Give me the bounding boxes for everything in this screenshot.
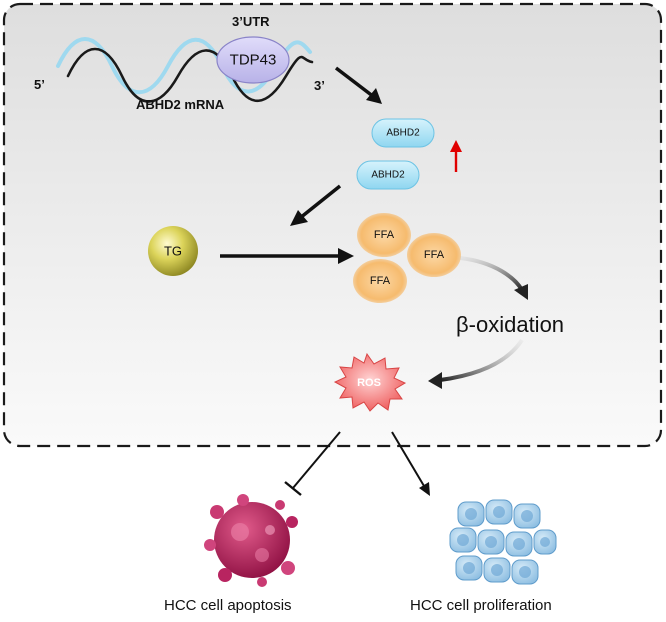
- abhd2-bottom-label: ABHD2: [371, 169, 405, 181]
- inhibition-to-apoptosis: [284, 431, 341, 496]
- tdp43-label: TDP43: [229, 51, 277, 69]
- tdp43-protein: [216, 36, 290, 84]
- arrow-mrna-to-abhd2: [334, 66, 382, 104]
- abhd2-top-label: ABHD2: [386, 127, 420, 139]
- five-prime-label: 5’: [34, 77, 45, 92]
- abhd2-mrna-label: ABHD2 mRNA: [136, 97, 225, 112]
- abhd2-protein-top: [371, 118, 435, 148]
- arrow-beta-oxidation-to-ros: [428, 338, 524, 389]
- ros-label: ROS: [357, 377, 381, 389]
- arrow-tg-to-ffa: [220, 248, 354, 264]
- arrow-ffa-to-beta-oxidation: [459, 256, 528, 300]
- ffa-droplet-3: [353, 259, 407, 303]
- ffa-label-2: FFA: [423, 249, 445, 261]
- ffa-droplet-2: [407, 233, 461, 277]
- proliferating-cells-icon: [449, 499, 557, 585]
- arrow-abhd2-down: [290, 184, 342, 226]
- proliferation-label: HCC cell proliferation: [410, 597, 552, 614]
- abhd2-protein-bottom: [356, 160, 420, 190]
- apoptotic-cell-icon: [204, 494, 298, 587]
- ros-starburst: [333, 352, 407, 412]
- dashed-panel: [2, 2, 663, 448]
- ffa-label-3: FFA: [369, 275, 391, 287]
- tg-sphere: [148, 226, 198, 276]
- utr-label: 3’UTR: [232, 14, 270, 29]
- three-prime-label: 3’: [314, 78, 325, 93]
- ffa-label-1: FFA: [373, 229, 395, 241]
- apoptosis-label: HCC cell apoptosis: [164, 597, 292, 614]
- beta-oxidation-label: β-oxidation: [456, 312, 565, 337]
- arrow-to-proliferation: [391, 431, 430, 496]
- ffa-droplet-1: [357, 213, 411, 257]
- upregulation-arrow-icon: [450, 140, 462, 172]
- tg-label: TG: [163, 243, 183, 259]
